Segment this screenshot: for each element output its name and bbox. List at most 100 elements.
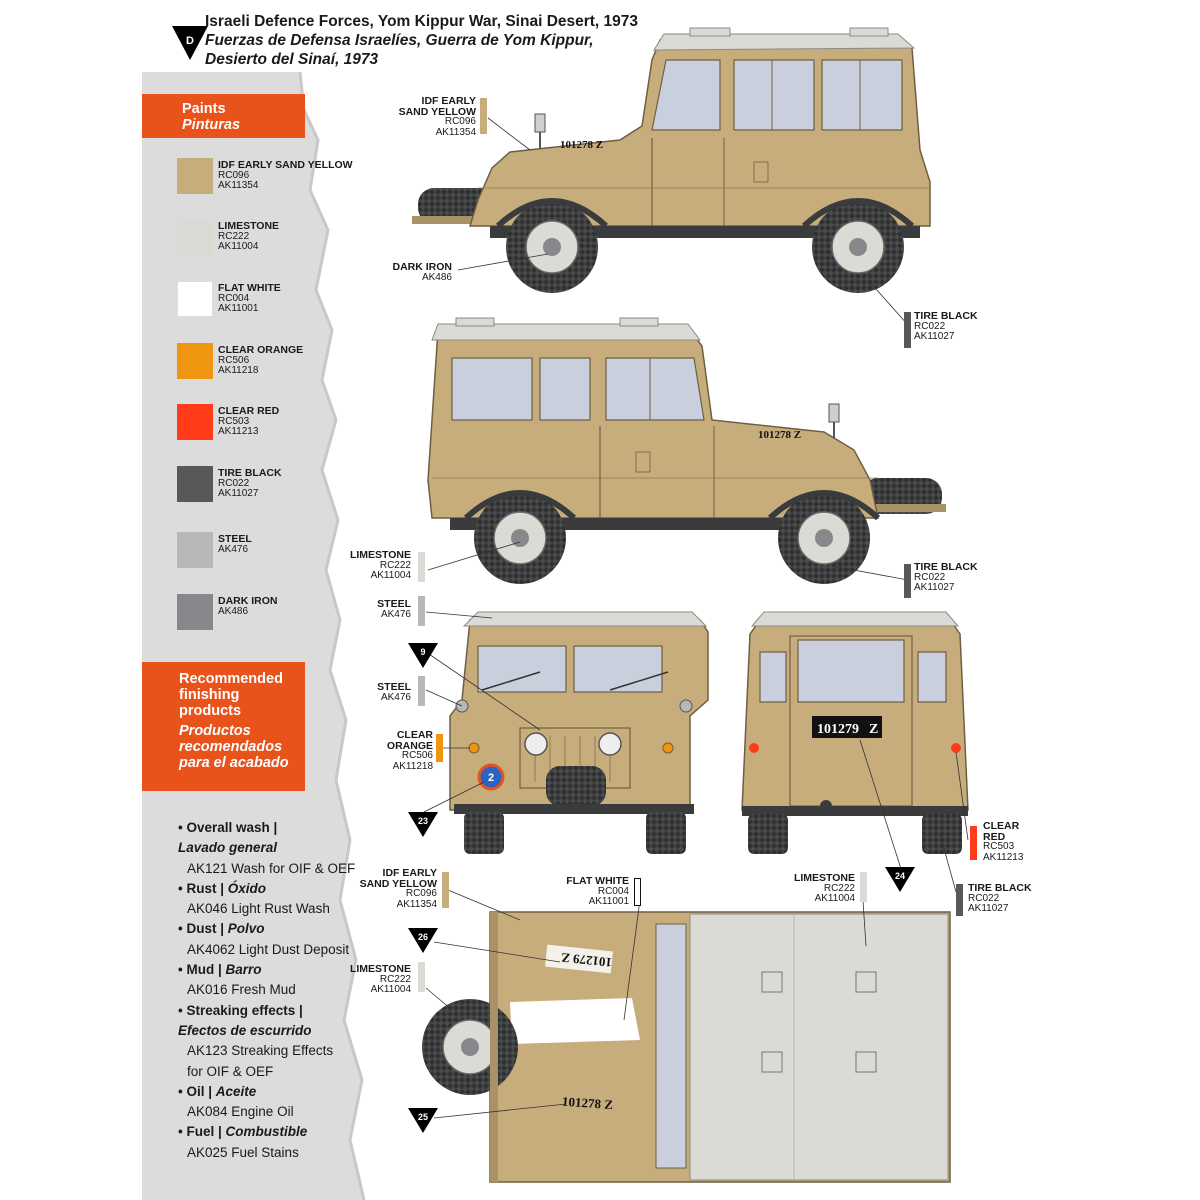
callout-paint-name: STEEL [377, 598, 411, 610]
paint-code: RC096 [218, 169, 250, 181]
finishing-product: AK123 Streaking Effects [187, 1043, 334, 1059]
paint-name: IDF EARLY SAND YELLOW [218, 159, 353, 171]
swatch-limestone [177, 219, 213, 255]
svg-text:101278 Z: 101278 Z [560, 139, 603, 151]
finishing-product: AK046 Light Rust Wash [187, 901, 330, 917]
paint-code: AK11027 [218, 488, 259, 499]
swatch-idf-early-sand-yellow [177, 158, 213, 194]
callout-paint-code: AK11354 [435, 126, 476, 138]
callout-color-bar [904, 312, 911, 348]
paint-code: AK476 [218, 543, 249, 555]
svg-text:23: 23 [418, 816, 428, 826]
callout-color-bar [418, 552, 425, 582]
paint-code: AK11001 [218, 303, 259, 314]
callout-paint-name: SAND YELLOW [398, 105, 476, 118]
callout-paint-name: IDF EARLY [421, 95, 476, 107]
paint-code: AK11218 [218, 365, 259, 376]
finishing-item-heading: • Overall wash | Lavado general [178, 820, 278, 856]
callout-paint-code: RC004 [597, 885, 629, 897]
paints-heading-box: Paints Pinturas [142, 94, 305, 138]
finishing-product: AK025 Fuel Stains [187, 1144, 299, 1160]
svg-text:9: 9 [420, 647, 425, 657]
svg-text:101278 Z: 101278 Z [758, 429, 801, 441]
callout-color-bar [970, 826, 977, 860]
callout-paint-code: AK11004 [370, 984, 411, 995]
paint-code: AK11213 [218, 426, 259, 437]
svg-text:24: 24 [895, 871, 905, 881]
svg-text:26: 26 [418, 932, 428, 942]
paint-name: DARK IRON [218, 595, 278, 607]
callout-paint-code: AK11354 [396, 898, 437, 910]
finishing-item-heading: • Rust | Óxido [178, 880, 267, 896]
decal-marker-23-icon: 23 [408, 812, 438, 837]
decal-marker-25-icon: 25 [408, 1108, 438, 1133]
callout-paint-code: RC506 [401, 750, 433, 761]
finishing-item-heading: • Dust | Polvo [178, 921, 265, 937]
acabado-title-line2: recomendados [179, 739, 283, 755]
paint-code: AK11004 [218, 241, 259, 252]
callout-color-bar [480, 98, 487, 134]
callout-paint-name: SAND YELLOW [359, 877, 437, 890]
paint-code: AK11354 [218, 180, 259, 191]
swatch-dark-iron [177, 594, 213, 630]
pinturas-title: Pinturas [182, 117, 241, 133]
callout-paint-code: RC222 [823, 882, 855, 894]
callout-paint-code: AK11027 [914, 331, 955, 342]
callout-color-bar [436, 734, 443, 762]
finishing-product: AK121 Wash for OIF & OEF [187, 860, 356, 876]
finishing-product: for OIF & OEF [187, 1063, 274, 1079]
callout-paint-name: LIMESTONE [349, 963, 411, 975]
swatch-clear-orange [177, 343, 213, 379]
svg-text:101279 Z: 101279 Z [560, 950, 613, 970]
paint-name: CLEAR ORANGE [218, 344, 304, 356]
callout-paint-name: TIRE BLACK [914, 310, 978, 322]
svg-text:101279: 101279 [817, 722, 859, 737]
paint-code: AK486 [218, 605, 249, 617]
callout-paint-code: AK11213 [983, 851, 1024, 863]
callout-paint-name: LIMESTONE [349, 549, 411, 561]
leader-lines [423, 117, 969, 1119]
callout-paint-code: AK11004 [814, 893, 855, 904]
callout-paint-code: AK11004 [370, 570, 411, 581]
paint-name: FLAT WHITE [218, 282, 281, 294]
front-view: 2 [449, 611, 709, 854]
acabado-title-line3: para el acabado [179, 755, 289, 771]
callout-paint-code: RC503 [983, 841, 1015, 852]
callout-color-bar [418, 962, 425, 992]
callout-paint-code: RC222 [379, 559, 411, 571]
side-view-right-facing: 101278 Z [427, 317, 946, 584]
paint-name: LIMESTONE [218, 220, 280, 232]
callout-paint-code: RC022 [968, 892, 1000, 904]
callout-paint-name: IDF EARLY [382, 867, 437, 879]
callout-paint-code: AK11027 [914, 582, 955, 593]
finishing-product: AK016 Fresh Mud [187, 982, 296, 998]
callout-paint-code: RC022 [914, 571, 946, 583]
paints-title: Paints [182, 101, 226, 117]
callout-paint-name: TIRE BLACK [914, 561, 978, 573]
paint-name: STEEL [218, 533, 252, 545]
swatch-clear-red [177, 404, 213, 440]
callout-color-bar [634, 878, 641, 906]
callout-color-bar [860, 872, 867, 902]
paint-code: RC004 [218, 292, 250, 304]
callout-paint-code: AK476 [380, 608, 411, 620]
finishing-title-line1: Recommended [179, 671, 283, 687]
